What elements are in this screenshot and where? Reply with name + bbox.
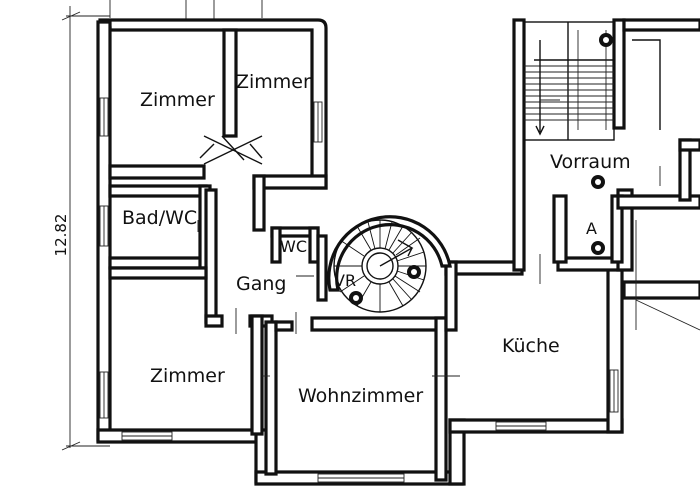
spiral-staircase	[327, 215, 452, 313]
windows	[99, 97, 619, 483]
door-marks	[197, 99, 661, 377]
room-label-zimmer-top-right: Zimmer	[236, 71, 311, 93]
room-label-zimmer-bottom: Zimmer	[150, 365, 225, 387]
room-label-gang: Gang	[236, 273, 286, 295]
room-label-zimmer-top-left: Zimmer	[140, 89, 215, 111]
room-label-bad-wc: Bad/WC	[122, 207, 197, 229]
fixture-markers	[349, 33, 613, 305]
dimension-line: 12.82	[52, 6, 110, 451]
stairwell	[523, 21, 700, 331]
room-label-vorraum: Vorraum	[550, 151, 631, 173]
interior-walls	[108, 18, 700, 482]
room-label-vr: VR	[334, 271, 356, 290]
dimension-label: 12.82	[52, 214, 70, 257]
room-label-wohnzimmer: Wohnzimmer	[298, 385, 423, 407]
outer-walls	[96, 18, 624, 486]
room-label-wc: WC	[280, 237, 307, 256]
room-label-a: A	[586, 219, 597, 238]
room-label-kueche: Küche	[502, 335, 560, 357]
